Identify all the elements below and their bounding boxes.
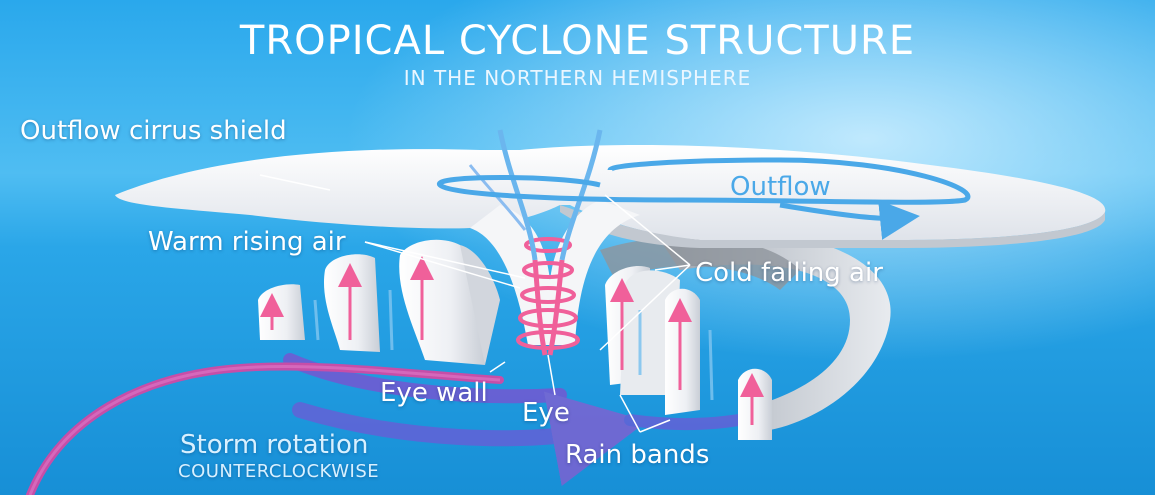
label-eye: Eye <box>522 398 570 428</box>
warm-air-arrows <box>260 256 764 425</box>
diagram-title: TROPICAL CYCLONE STRUCTURE <box>239 18 916 64</box>
label-rotation-direction: COUNTERCLOCKWISE <box>178 461 380 482</box>
label-eye-wall: Eye wall <box>380 378 488 408</box>
diagram-subtitle: IN THE NORTHERN HEMISPHERE <box>403 66 752 90</box>
eye-spiral <box>516 237 580 350</box>
eye-funnel <box>470 200 640 345</box>
label-outflow: Outflow <box>730 172 831 202</box>
label-warm-rising-air: Warm rising air <box>148 227 346 257</box>
outflow-arrow <box>437 157 971 240</box>
cold-air-streaks <box>313 289 714 401</box>
rain-band-outer-ring <box>660 231 891 430</box>
label-rain-bands: Rain bands <box>565 440 710 470</box>
label-outflow-cirrus-shield: Outflow cirrus shield <box>20 116 287 146</box>
leader-lines <box>259 174 691 433</box>
label-cold-falling-air: Cold falling air <box>695 258 883 288</box>
label-storm-rotation: Storm rotation <box>180 430 369 460</box>
